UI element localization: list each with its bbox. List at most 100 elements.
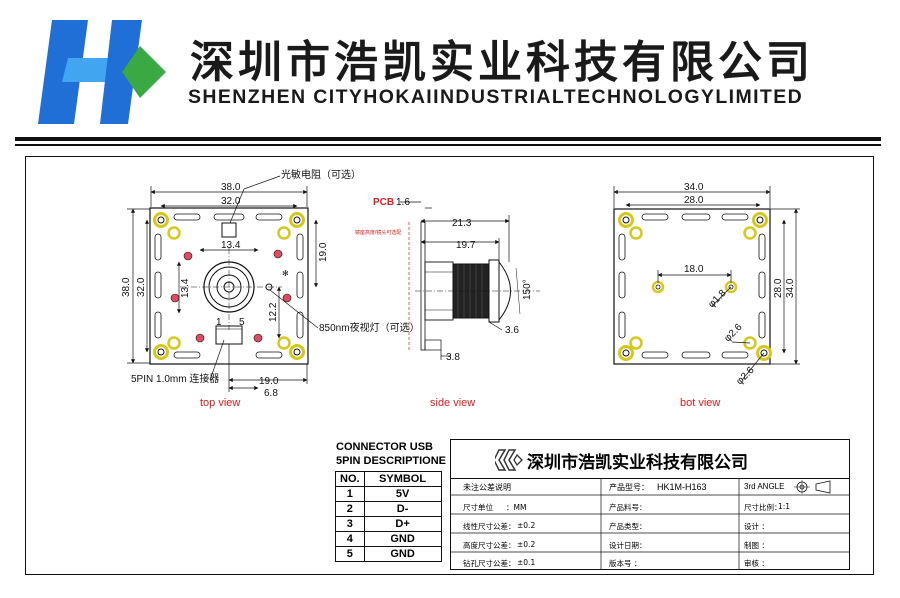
pin-no: 5 xyxy=(335,546,365,562)
note-connector: 5PIN 1.0mm 连接器 xyxy=(131,372,219,385)
dim-top-13-4: 13.4 xyxy=(221,240,241,251)
dim-fov-150: 150° xyxy=(522,279,533,300)
dim-bot-34: 34.0 xyxy=(684,182,704,193)
title-block-grid xyxy=(451,478,849,570)
pcb-side xyxy=(420,221,426,351)
dim-left-32: 32.0 xyxy=(136,277,147,297)
pin5-label: 5 xyxy=(239,317,245,328)
tb-date-label: 设计日期： xyxy=(609,541,647,550)
top-view: ✻ 1 5 38.0 32.0 xyxy=(121,168,420,409)
company-name-cn: 深圳市浩凯实业科技有限公司 xyxy=(190,37,814,88)
tb-linear: ±0.2 xyxy=(517,521,536,530)
dim-bottom-19: 19.0 xyxy=(259,376,279,387)
pin-no: 3 xyxy=(335,516,365,532)
tb-scale-label: 尺寸比例： xyxy=(744,503,782,512)
tb-unit-label: 尺寸单位 xyxy=(463,503,493,512)
dim-bot-18: 18.0 xyxy=(684,264,704,275)
pin-symbol: 5V xyxy=(363,486,442,502)
connector-title: CONNECTOR USB 5PIN DESCRIPTIONE xyxy=(336,440,446,468)
header-rule-thick xyxy=(15,137,881,141)
pin1-label: 1 xyxy=(216,317,222,328)
tb-review-label: 审核 ： xyxy=(744,559,769,568)
header-rule-thin xyxy=(15,144,881,146)
lens-dome-side xyxy=(498,261,511,321)
tb-height-label: 高度尺寸公差： xyxy=(463,541,516,550)
dim-left-38: 38.0 xyxy=(121,277,132,297)
tb-model: HK1M-H163 xyxy=(657,482,707,492)
caption-top-view: top view xyxy=(200,397,240,409)
tb-height: ±0.2 xyxy=(517,540,536,549)
dim-bottom-6-8: 6.8 xyxy=(264,388,278,399)
dim-13-4-vert: 13.4 xyxy=(180,278,191,298)
dim-bot-28-vert: 28.0 xyxy=(773,278,784,298)
connector-title-1: CONNECTOR USB xyxy=(336,441,433,453)
pin-symbol: GND xyxy=(363,531,442,547)
logo-left-bar xyxy=(38,20,88,124)
dim-21-3: 21.3 xyxy=(452,218,472,229)
tb-tolerance-note: 未注公差说明 xyxy=(463,483,511,492)
logo-diamond xyxy=(122,46,166,98)
title-block-header: 深圳市浩凯实业科技有限公司 xyxy=(451,440,849,479)
pin-symbol: D- xyxy=(363,501,442,517)
tb-unit: ：MM xyxy=(506,503,527,512)
note-side: 镜座高度/镜头可选配 xyxy=(355,229,401,236)
pin-symbol: GND xyxy=(363,546,442,562)
dim-3-6: 3.6 xyxy=(505,325,519,336)
tb-part-no-label: 产品料号： xyxy=(609,503,647,512)
note-ir-led: 850nm夜视灯（可选） xyxy=(319,321,420,334)
company-logo xyxy=(38,20,166,124)
small-logo-icon xyxy=(495,449,523,471)
ir-symbol: ✻ xyxy=(282,269,289,278)
tb-design-label: 设计 ： xyxy=(744,522,769,531)
pin-table-header: NO.SYMBOL xyxy=(335,471,442,487)
dim-19-7: 19.7 xyxy=(456,240,476,251)
note-light-sensor: 光敏电阻（可选） xyxy=(281,168,361,181)
bot-board-outline xyxy=(613,208,771,365)
pin-no: 1 xyxy=(335,486,365,502)
dim-top-38: 38.0 xyxy=(221,182,241,193)
light-sensor-top xyxy=(221,222,237,238)
tb-linear-label: 线性尺寸公差： xyxy=(463,522,516,531)
dim-right-19: 19.0 xyxy=(318,242,329,262)
tb-hole: ±0.1 xyxy=(517,558,536,567)
dim-phi-2-6-a: φ2.6 xyxy=(722,322,745,345)
pin-no: 2 xyxy=(335,501,365,517)
col-no: NO. xyxy=(335,471,365,487)
title-block-company: 深圳市浩凯实业科技有限公司 xyxy=(527,453,748,473)
dim-3-8: 3.8 xyxy=(446,352,460,363)
projection-icon xyxy=(794,480,831,494)
dim-pcb-1-6: 1.6 xyxy=(396,197,410,208)
drawing-frame xyxy=(25,156,874,575)
dim-phi-2-6-b: φ2.6 xyxy=(734,365,757,388)
bot-view: 34.0 28.0 18.0 28.0 34.0 φ1.8 φ2.6 φ2.6 … xyxy=(613,182,800,409)
pin-no: 4 xyxy=(335,531,365,547)
tb-scale: 1:1 xyxy=(778,502,791,511)
tb-drawn-label: 制图 ： xyxy=(744,541,769,550)
tb-hole-label: 钻孔尺寸公差： xyxy=(463,559,516,568)
dim-phi-1-8: φ1.8 xyxy=(706,288,729,311)
pcb-label: PCB xyxy=(373,197,394,208)
mounting-holes-bot xyxy=(618,212,772,361)
dim-top-32: 32.0 xyxy=(221,196,241,207)
dim-bot-28: 28.0 xyxy=(684,195,704,206)
company-name-en: SHENZHEN CITYHOKAIINDUSTRIALTECHNOLOGYLI… xyxy=(188,86,804,108)
caption-side-view: side view xyxy=(430,397,475,409)
pin-symbol: D+ xyxy=(363,516,442,532)
col-symbol: SYMBOL xyxy=(363,471,442,487)
mounting-holes-top xyxy=(153,212,305,360)
caption-bot-view: bot view xyxy=(680,397,720,409)
tb-model-label: 产品型号： xyxy=(609,483,649,492)
tb-version-label: 版本号 ： xyxy=(609,559,642,568)
side-view: PCB 1.6 21.3 19.7 3.6 3.8 150° 镜座高度/镜头可选… xyxy=(355,197,540,409)
logo-right-bar xyxy=(100,20,142,124)
dim-12-2: 12.2 xyxy=(268,302,279,322)
connector-title-2: 5PIN DESCRIPTIONE xyxy=(336,455,447,467)
tb-type-label: 产品类型： xyxy=(609,522,647,531)
